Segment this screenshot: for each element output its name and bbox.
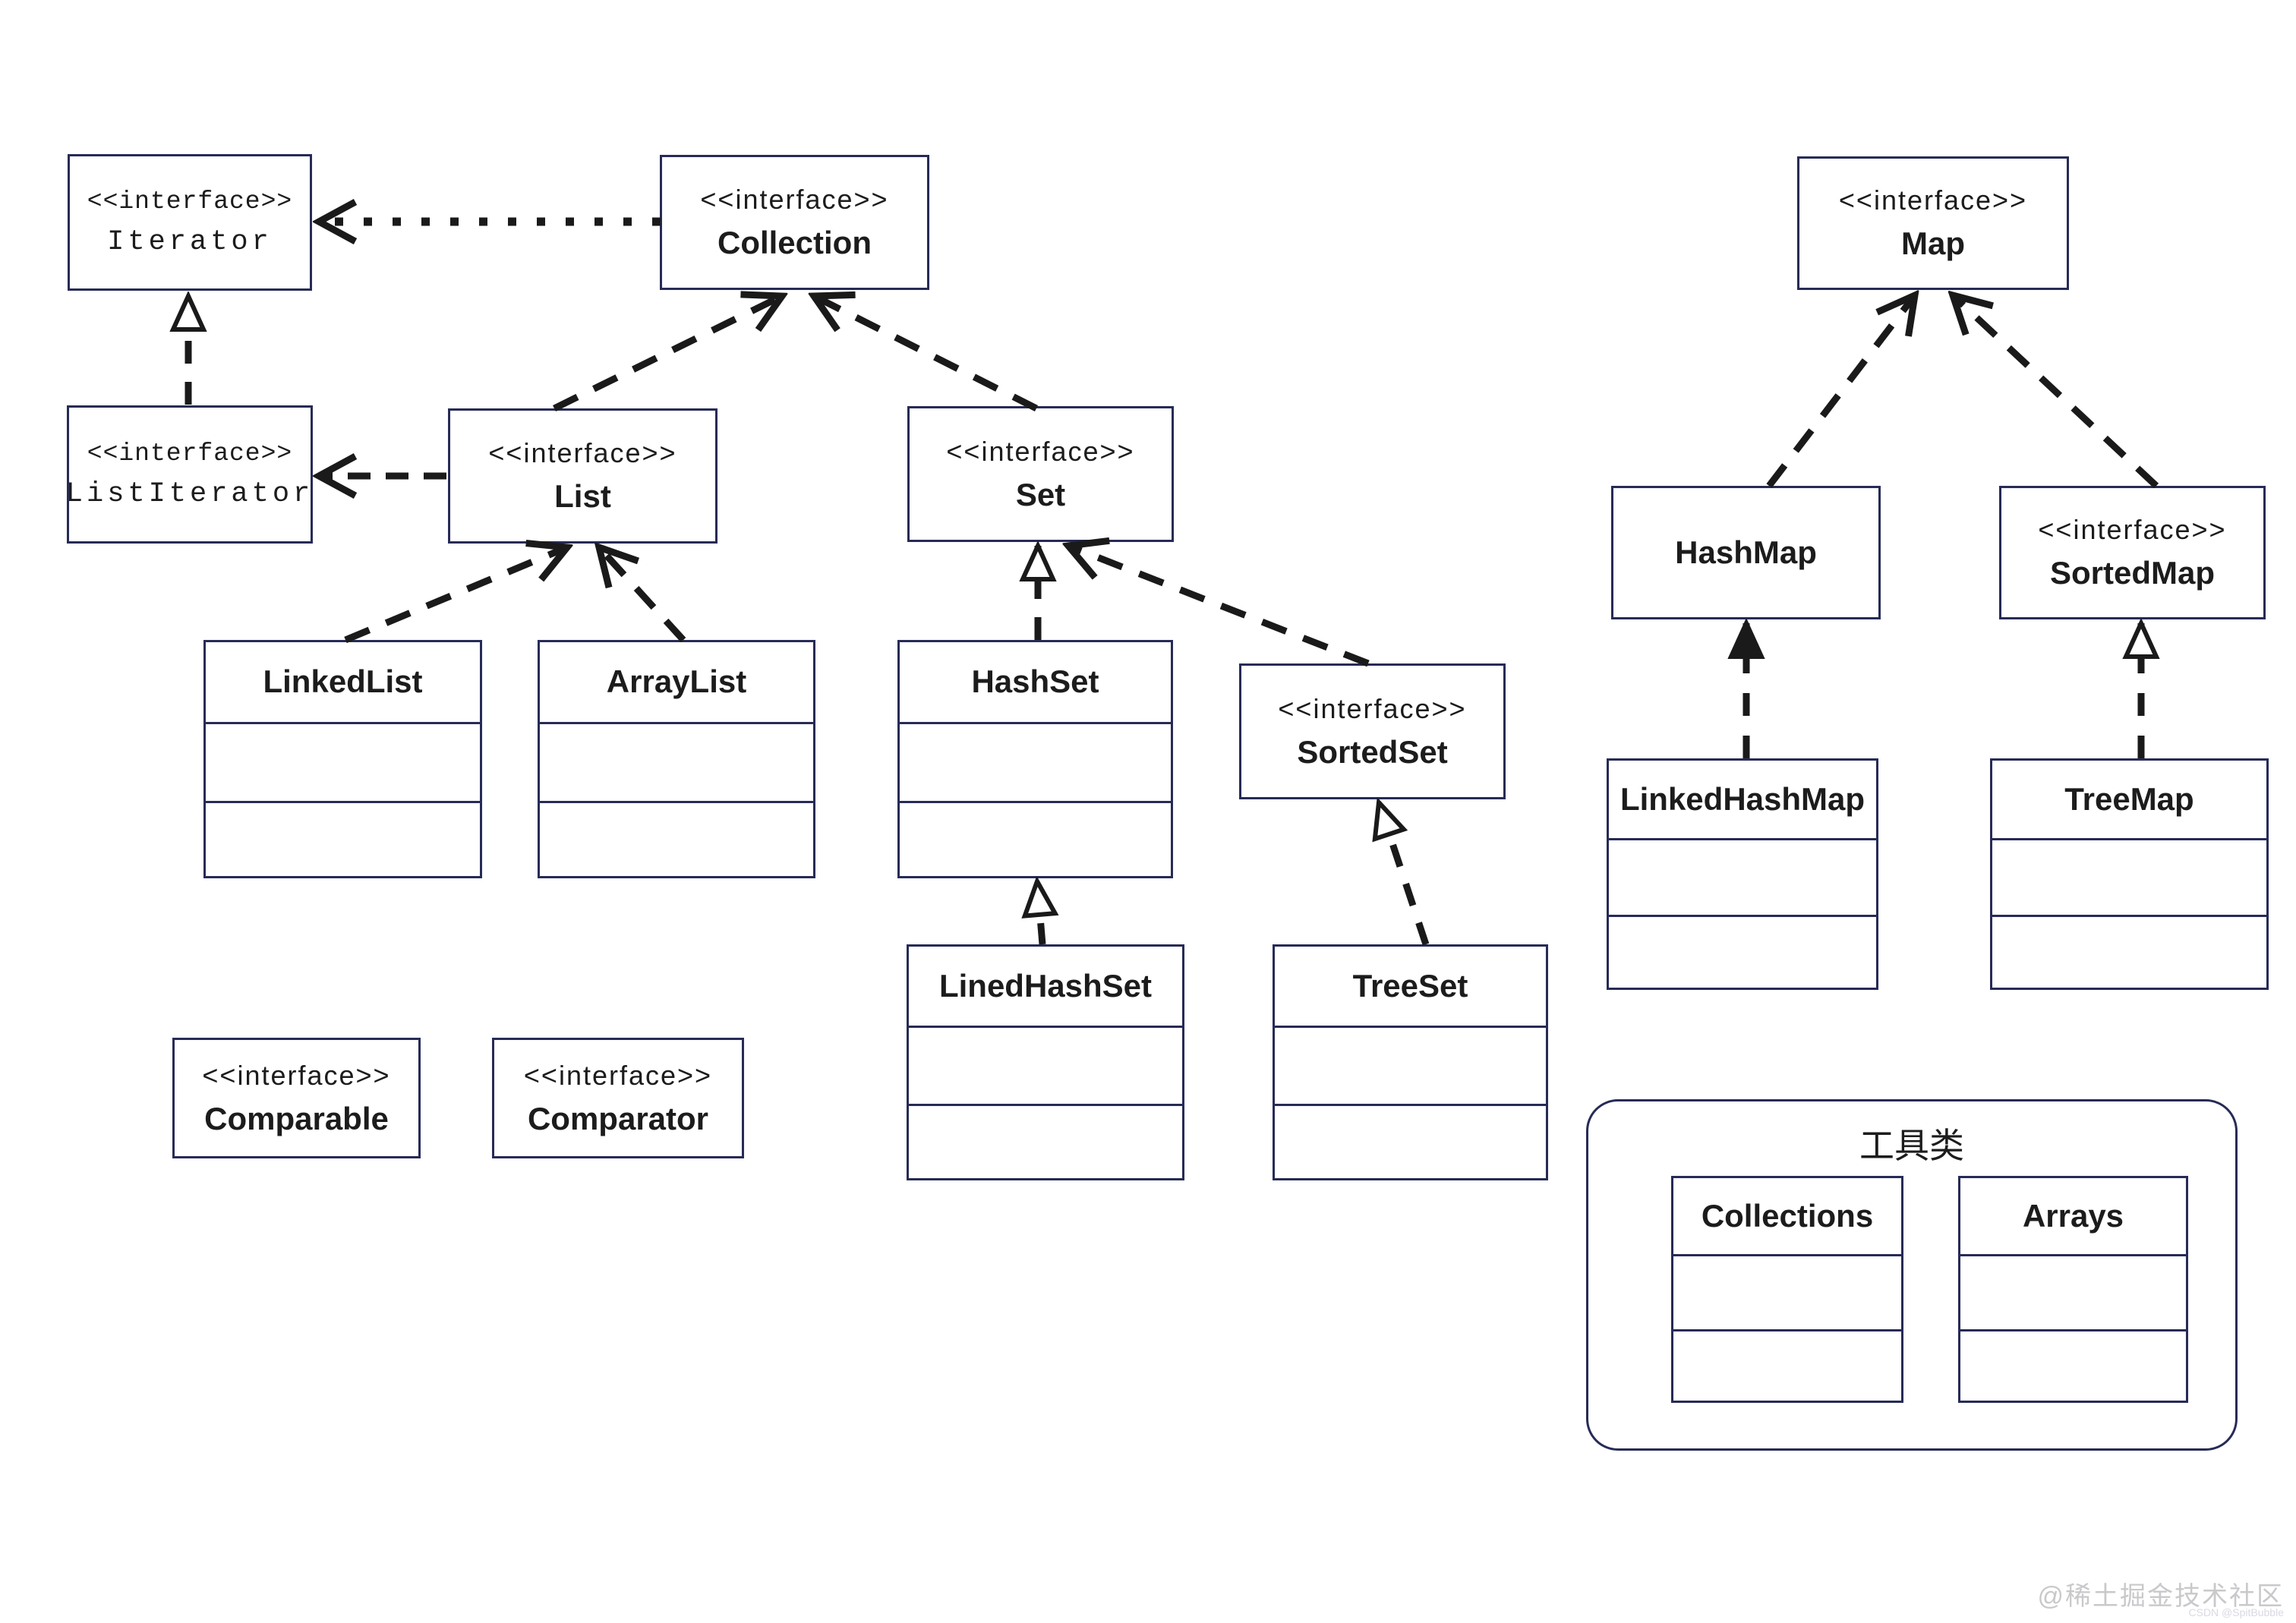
comparable-stereotype: <<interface>> [202, 1059, 391, 1091]
class-box-linkedlist: LinkedList [203, 640, 482, 878]
edge-set-to-collection [814, 296, 1039, 412]
list-stereotype: <<interface>> [488, 437, 677, 468]
sortedmap-name: SortedMap [2049, 555, 2215, 591]
linkedlist-title-compartment: LinkedList [206, 642, 480, 724]
edge-hashmap-to-map [1766, 295, 1915, 488]
edge-arraylist-to-list [599, 547, 686, 643]
linkedlist-attributes-compartment [206, 724, 480, 804]
watermark: @稀土掘金技术社区 CSDN @SpitBubble [2037, 1581, 2285, 1619]
edge-sortedmap-to-map [1953, 295, 2159, 489]
class-box-treemap: TreeMap [1990, 758, 2269, 990]
class-box-linkedhashmap: LinkedHashMap [1607, 758, 1878, 990]
comparable-name: Comparable [204, 1100, 389, 1136]
class-box-hashmap: HashMap [1611, 486, 1881, 619]
interface-box-sortedmap: <<interface>> SortedMap [1999, 486, 2266, 619]
treeset-title-compartment: TreeSet [1275, 947, 1546, 1028]
collections-name: Collections [1701, 1197, 1874, 1234]
collections-title-compartment: Collections [1673, 1178, 1901, 1256]
map-name: Map [1901, 225, 1965, 261]
interface-box-set: <<interface>> Set [907, 406, 1174, 542]
interface-box-sortedset: <<interface>> SortedSet [1239, 663, 1506, 799]
list-name: List [554, 478, 611, 514]
treemap-title-compartment: TreeMap [1992, 761, 2266, 840]
linkedhashmap-attributes-compartment [1609, 840, 1876, 918]
arraylist-methods-compartment [540, 803, 813, 876]
linkedlist-name: LinkedList [263, 663, 423, 700]
sortedset-stereotype: <<interface>> [1278, 692, 1467, 724]
iterator-name: Iterator [107, 225, 273, 258]
treeset-name: TreeSet [1352, 967, 1468, 1004]
interface-box-comparator: <<interface>> Comparator [492, 1038, 744, 1158]
class-box-arraylist: ArrayList [538, 640, 815, 878]
sortedset-name: SortedSet [1297, 733, 1448, 770]
arrays-attributes-compartment [1960, 1256, 2186, 1332]
class-box-collections: Collections [1671, 1176, 1903, 1403]
linedhashset-title-compartment: LinedHashSet [909, 947, 1182, 1028]
map-stereotype: <<interface>> [1838, 184, 2028, 216]
interface-box-listiterator: <<interface>> ListIterator [65, 405, 314, 544]
arrays-methods-compartment [1960, 1331, 2186, 1401]
listiterator-stereotype: <<interface>> [87, 439, 293, 468]
interface-box-comparable: <<interface>> Comparable [172, 1038, 421, 1158]
interface-box-map: <<interface>> Map [1797, 156, 2069, 290]
arraylist-title-compartment: ArrayList [540, 642, 813, 724]
collection-name: Collection [717, 225, 872, 260]
interface-box-iterator: <<interface>> Iterator [68, 154, 312, 291]
treemap-attributes-compartment [1992, 840, 2266, 918]
edge-list-to-collection [553, 296, 782, 412]
arraylist-name: ArrayList [606, 663, 747, 700]
hashset-attributes-compartment [900, 724, 1171, 804]
linkedlist-methods-compartment [206, 803, 480, 876]
class-box-hashset: HashSet [897, 640, 1173, 878]
treeset-attributes-compartment [1275, 1028, 1546, 1107]
hashset-methods-compartment [900, 803, 1171, 876]
class-box-arrays: Arrays [1958, 1176, 2188, 1403]
linedhashset-attributes-compartment [909, 1028, 1182, 1107]
interface-box-list: <<interface>> List [448, 408, 718, 544]
sortedmap-stereotype: <<interface>> [2038, 514, 2227, 545]
comparator-name: Comparator [527, 1100, 709, 1136]
listiterator-name: ListIterator [65, 477, 314, 510]
edge-treeset-to-sortedset [1379, 802, 1430, 946]
linkedhashmap-name: LinkedHashMap [1620, 780, 1866, 817]
comparator-stereotype: <<interface>> [523, 1059, 713, 1091]
collections-methods-compartment [1673, 1331, 1901, 1401]
arrays-name: Arrays [2022, 1197, 2124, 1234]
watermark-main: @稀土掘金技术社区 [2037, 1581, 2284, 1611]
interface-box-collection: <<interface>> Collection [660, 155, 929, 290]
arrays-title-compartment: Arrays [1960, 1178, 2186, 1256]
linkedhashmap-methods-compartment [1609, 917, 1876, 988]
linedhashset-name: LinedHashSet [938, 967, 1153, 1004]
hashset-title-compartment: HashSet [900, 642, 1171, 724]
set-stereotype: <<interface>> [946, 435, 1135, 467]
set-name: Set [1015, 476, 1066, 512]
collection-stereotype: <<interface>> [700, 184, 889, 215]
class-box-linedhashset: LinedHashSet [907, 944, 1184, 1180]
treemap-methods-compartment [1992, 917, 2266, 988]
utility-group-title: 工具类 [1859, 1126, 1964, 1165]
treeset-methods-compartment [1275, 1106, 1546, 1178]
watermark-sub: CSDN @SpitBubble [2188, 1606, 2285, 1619]
linkedhashmap-title-compartment: LinkedHashMap [1609, 761, 1876, 840]
edge-linedhashset-to-hashset [1037, 881, 1042, 945]
linedhashset-methods-compartment [909, 1106, 1182, 1178]
hashset-name: HashSet [971, 663, 1099, 700]
hashmap-name: HashMap [1675, 534, 1817, 570]
treemap-name: TreeMap [2064, 780, 2194, 817]
class-box-treeset: TreeSet [1273, 944, 1548, 1180]
iterator-stereotype: <<interface>> [87, 187, 293, 216]
collections-attributes-compartment [1673, 1256, 1901, 1332]
arraylist-attributes-compartment [540, 724, 813, 804]
edge-linkedlist-to-list [344, 547, 567, 644]
